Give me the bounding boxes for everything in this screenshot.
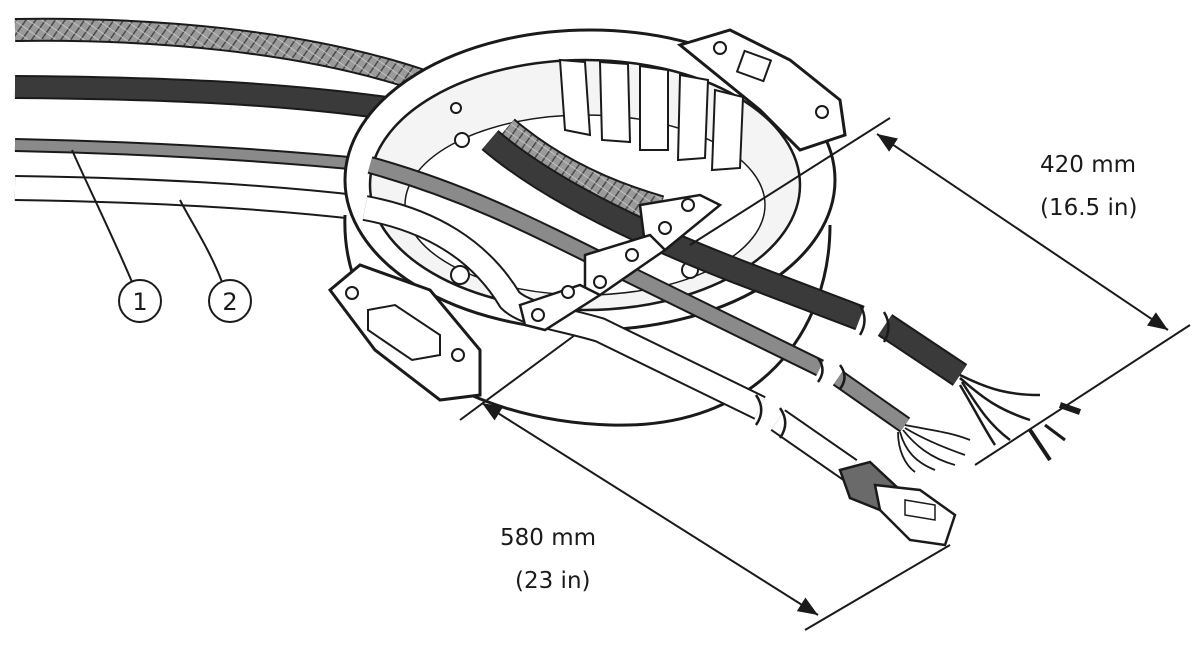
dimension-long: 580 mm (23 in) (459, 334, 951, 631)
callout-1-circle (118, 279, 162, 323)
gray-cable-wires (897, 424, 971, 473)
dimension-short-extension-top (689, 117, 891, 246)
callouts: 1 2 (71, 149, 252, 323)
rj45-connector (838, 460, 957, 547)
incoming-cables (14, 17, 424, 221)
callout-1-label: 1 (132, 288, 147, 316)
cable-clamps (518, 193, 723, 332)
dark-cable-route (482, 131, 864, 329)
callout-2-leader (179, 199, 223, 283)
callout-1-leader (71, 149, 133, 283)
dark-cable-end (878, 315, 967, 385)
dimension-short: 420 mm (16.5 in) (689, 117, 1191, 466)
callout-2-circle (208, 279, 252, 323)
dimension-long-metric: 580 mm (500, 525, 596, 551)
dimension-short-extension-bottom (974, 324, 1191, 466)
housing-ribs (558, 58, 745, 172)
callout-2-label: 2 (222, 288, 237, 316)
dimension-short-arrow (876, 133, 1169, 331)
braided-cable-inside (496, 120, 664, 223)
mounting-tab-top-right (676, 28, 847, 152)
dimension-long-extension-right (804, 544, 951, 631)
dimension-long-extension-left (459, 334, 576, 421)
white-cable-end (771, 410, 857, 480)
white-cable-route (362, 197, 765, 418)
dimension-long-arrow (481, 402, 819, 616)
dimension-short-metric: 420 mm (1040, 152, 1136, 178)
gray-cable-end (833, 372, 910, 431)
dark-cable-wires (958, 373, 1081, 462)
dimension-short-imperial: (16.5 in) (1040, 195, 1137, 221)
dimension-long-imperial: (23 in) (515, 568, 591, 594)
clamp-screws (531, 198, 695, 322)
